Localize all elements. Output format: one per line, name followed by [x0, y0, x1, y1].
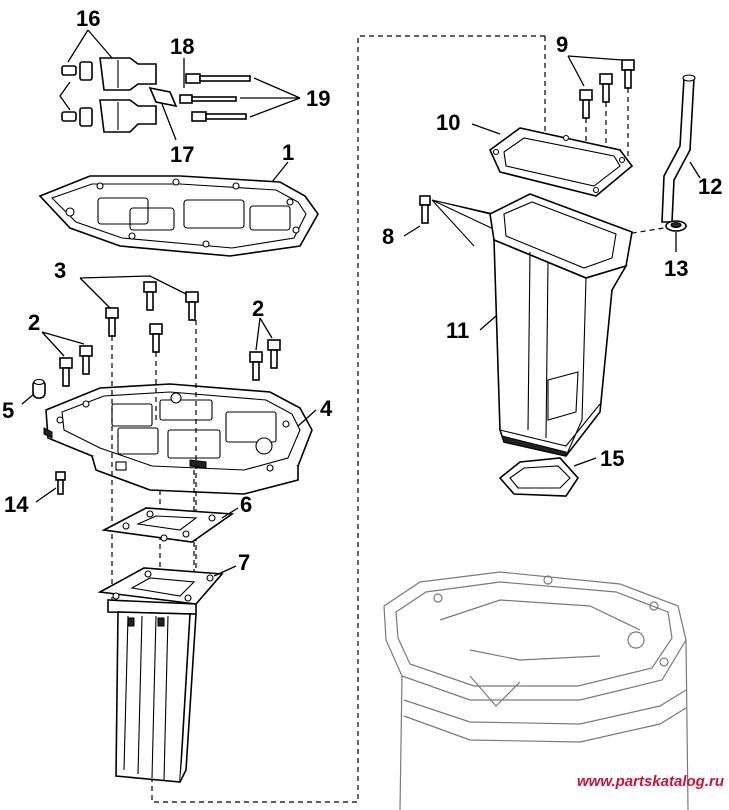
leader-12 — [689, 161, 701, 179]
part-13-grommet — [665, 220, 687, 232]
callout-6: 6 — [240, 492, 252, 517]
part-6-exhaust-gasket — [101, 507, 235, 543]
part-12-water-tube — [661, 74, 696, 223]
leader-10 — [471, 123, 501, 135]
callout-7: 7 — [238, 550, 250, 575]
callout-2b: 2 — [252, 296, 264, 321]
leader-5 — [21, 393, 35, 405]
leader-16 — [59, 29, 113, 111]
leader-8 — [403, 225, 421, 237]
callout-5: 5 — [2, 398, 14, 423]
part-19-bolts — [179, 73, 251, 122]
part-1-upper-gasket — [38, 175, 319, 257]
callout-11: 11 — [446, 318, 469, 343]
part-5-dowel — [32, 378, 46, 399]
leader-14 — [35, 487, 57, 503]
part-2-screws-right — [249, 339, 281, 381]
callout-4: 4 — [320, 396, 333, 421]
part-17-sleeve — [148, 86, 178, 108]
part-4-adapter-plate — [43, 383, 313, 495]
callout-1: 1 — [282, 140, 294, 165]
callout-2a: 2 — [28, 310, 40, 335]
leader-9 — [567, 55, 623, 87]
callout-17: 17 — [170, 142, 194, 167]
callout-9: 9 — [556, 32, 568, 57]
alignment-dashed-outline — [151, 35, 546, 803]
callout-14: 14 — [4, 492, 29, 517]
callout-16: 16 — [76, 6, 100, 31]
part-15-seal — [498, 457, 580, 497]
callout-19: 19 — [306, 86, 330, 111]
part-9-bolts — [579, 59, 635, 119]
callout-3: 3 — [54, 258, 66, 283]
watermark-text: www.partskatalog.ru — [577, 773, 724, 790]
callout-13: 13 — [664, 256, 688, 281]
bolt-8-pointer-lines — [431, 199, 521, 247]
part-16-grommets — [61, 57, 157, 133]
part-7-exhaust-tube — [97, 567, 224, 783]
left-alignment-lines — [111, 320, 197, 610]
leader-3 — [79, 275, 187, 309]
callout-18: 18 — [170, 34, 194, 59]
callout-15: 15 — [600, 446, 624, 471]
leader-2-right — [255, 317, 273, 351]
part-11-housing — [489, 193, 633, 457]
callout-10: 10 — [436, 110, 460, 135]
part-8-bolt — [419, 195, 431, 224]
leader-15 — [573, 457, 597, 467]
part-2-screws-left — [59, 345, 93, 387]
leader-4 — [297, 409, 317, 427]
leader-1 — [271, 161, 289, 183]
leader-19 — [240, 77, 301, 118]
leader-6 — [221, 507, 239, 519]
callout-12: 12 — [698, 174, 722, 199]
midsection-housing-outline — [383, 571, 689, 810]
part-14-bolt — [55, 471, 66, 495]
leader-17 — [161, 103, 177, 141]
leader-7 — [213, 565, 237, 577]
part-10-gasket — [489, 127, 634, 197]
callout-8: 8 — [382, 224, 394, 249]
leader-2-left — [41, 331, 85, 357]
leader-11 — [479, 315, 497, 331]
